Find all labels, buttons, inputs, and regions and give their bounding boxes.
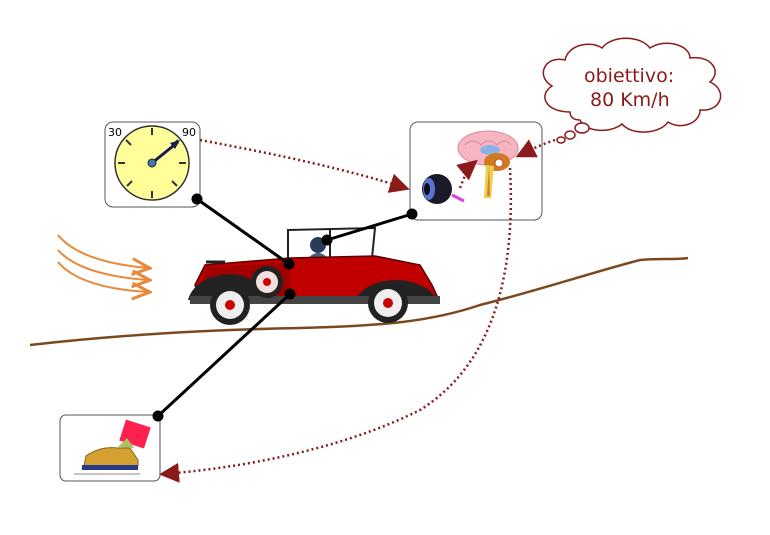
car-illustration [188,226,440,325]
pedal-panel [59,414,161,482]
brain-eye-panel [409,121,543,221]
road-line [29,256,689,347]
gauge-max-label: 90 [182,126,196,139]
speedometer-panel: 30 90 [104,121,201,208]
gauge-min-label: 30 [108,126,122,139]
speedometer-to-brain-arrow [199,138,410,193]
goal-thought-cloud: obiettivo: 80 Km/h [542,37,722,144]
eye-icon [422,174,465,204]
goal-line-2: 80 Km/h [590,89,670,111]
goal-to-brain-arrow [515,138,556,158]
connector-lines [152,193,418,422]
foot-pedal-icon [74,419,151,475]
car-wheel-front [210,285,250,325]
wind-arrows [57,234,148,292]
car-spare-wheel [251,266,283,298]
brain-to-pedal-arrow [159,167,513,483]
goal-line-1: obiettivo: [584,65,674,87]
car-wheel-rear [368,283,408,323]
